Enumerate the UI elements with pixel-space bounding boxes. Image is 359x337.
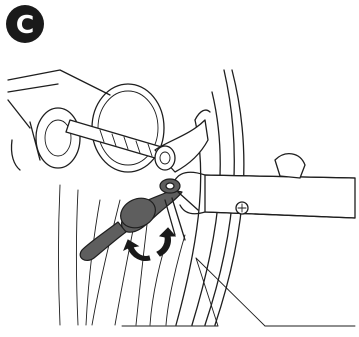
pointer-lines — [122, 258, 355, 326]
frame-tube-icon — [175, 154, 355, 218]
rotate-arrow-icon — [124, 228, 175, 261]
quick-release-lever-icon — [80, 179, 198, 260]
hub-disc-icon — [8, 70, 164, 172]
step-badge: C — [6, 5, 44, 43]
step-badge-letter: C — [16, 10, 34, 39]
